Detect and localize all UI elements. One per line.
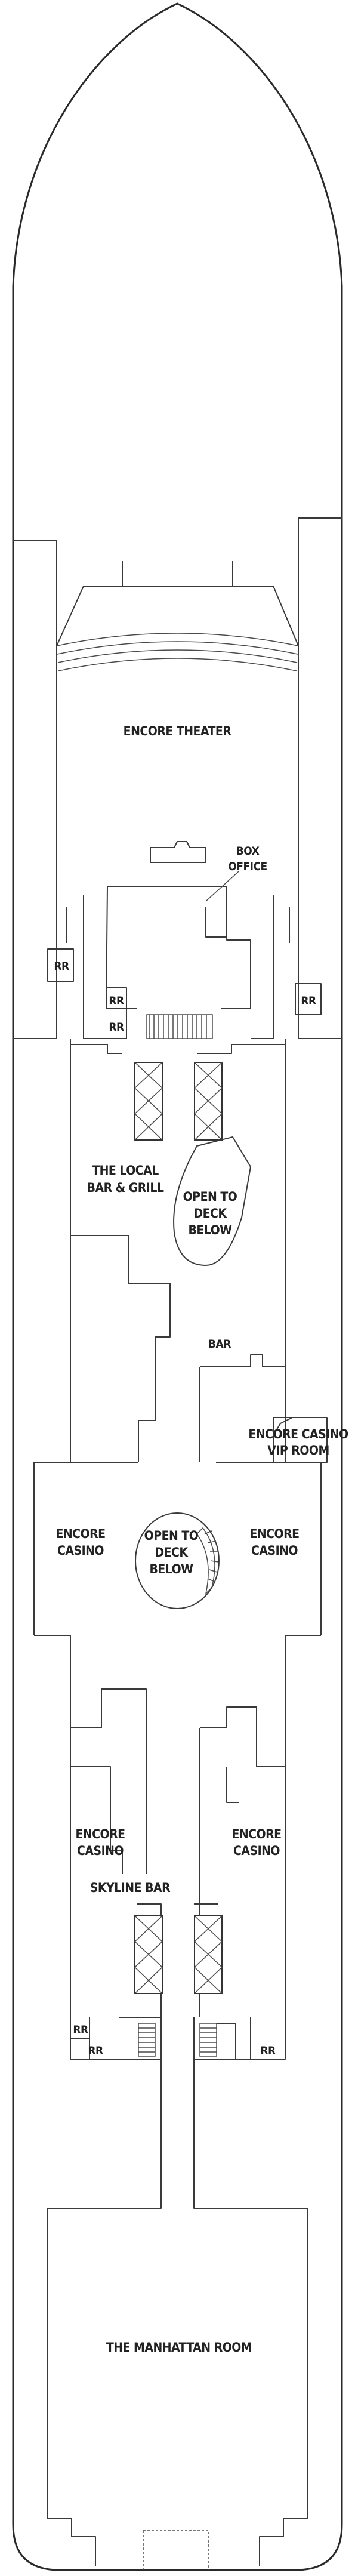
lower-casino-walls — [70, 1659, 286, 2017]
manhattan-room-walls — [47, 2059, 308, 2570]
casino-left-label-1: ENCORE — [55, 1527, 105, 1541]
rr-center-1-label: RR — [109, 994, 124, 1007]
casino-lower-left-label-2: CASINO — [77, 1844, 124, 1858]
open-deck-2-label-1: OPEN TO — [144, 1529, 199, 1543]
open-deck-2-label-2: DECK — [155, 1545, 189, 1560]
open-deck-1-label-3: BELOW — [189, 1223, 233, 1237]
casino-right-label-2: CASINO — [251, 1543, 298, 1558]
rr-left-label: RR — [54, 960, 69, 973]
casino-lower-left-label-1: ENCORE — [75, 1827, 125, 1841]
casino-lower-right-label-1: ENCORE — [231, 1827, 281, 1841]
vip-room-label-2: VIP ROOM — [267, 1443, 329, 1458]
open-deck-2-label-3: BELOW — [150, 1562, 194, 1576]
ship-hull — [12, 2, 343, 2571]
rr-lower-3-label: RR — [260, 2044, 276, 2057]
lower-restrooms — [70, 2017, 286, 2060]
casino-right-label-1: ENCORE — [249, 1527, 299, 1541]
rr-center-2-label: RR — [109, 1021, 124, 1034]
manhattan-room-label: THE MANHATTAN ROOM — [106, 2340, 252, 2355]
open-deck-1-label-1: OPEN TO — [183, 1190, 237, 1204]
encore-theater-label: ENCORE THEATER — [124, 724, 232, 738]
box-office-label-1: BOX — [236, 845, 260, 858]
casino-walls — [34, 1462, 321, 1659]
elevators-upper — [134, 1062, 223, 1141]
rr-lower-2-label: RR — [88, 2044, 103, 2057]
theater-stairs — [146, 1014, 213, 1039]
local-bar-label-2: BAR & GRILL — [87, 1181, 164, 1195]
vip-room-label-1: ENCORE CASINO — [248, 1427, 348, 1441]
elevators-lower — [134, 1915, 223, 1994]
open-deck-1-label-2: DECK — [193, 1206, 227, 1221]
restroom-walls — [47, 895, 322, 1039]
bar-label: BAR — [208, 1338, 231, 1351]
local-bar-label-1: THE LOCAL — [92, 1163, 159, 1178]
casino-left-label-2: CASINO — [57, 1543, 104, 1558]
rr-right-label: RR — [301, 994, 316, 1007]
box-office-label-2: OFFICE — [228, 860, 267, 873]
atrium-opening-2 — [135, 1512, 220, 1609]
casino-lower-right-label-2: CASINO — [233, 1844, 280, 1858]
atrium-opening-1 — [173, 1136, 251, 1266]
rr-lower-1-label: RR — [73, 2023, 88, 2036]
skyline-bar-label: SKYLINE BAR — [90, 1881, 171, 1895]
